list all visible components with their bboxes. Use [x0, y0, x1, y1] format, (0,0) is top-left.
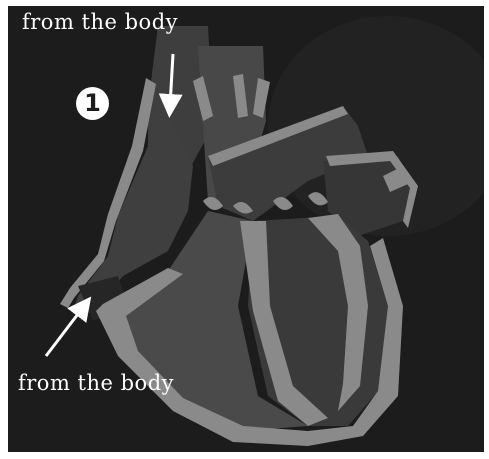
- label-from-the-body-bottom: from the body: [18, 371, 174, 395]
- label-from-the-body-top: from the body: [22, 10, 178, 34]
- step-marker-1: 1: [76, 87, 109, 120]
- heart-diagram: from the body from the body 1: [8, 6, 484, 452]
